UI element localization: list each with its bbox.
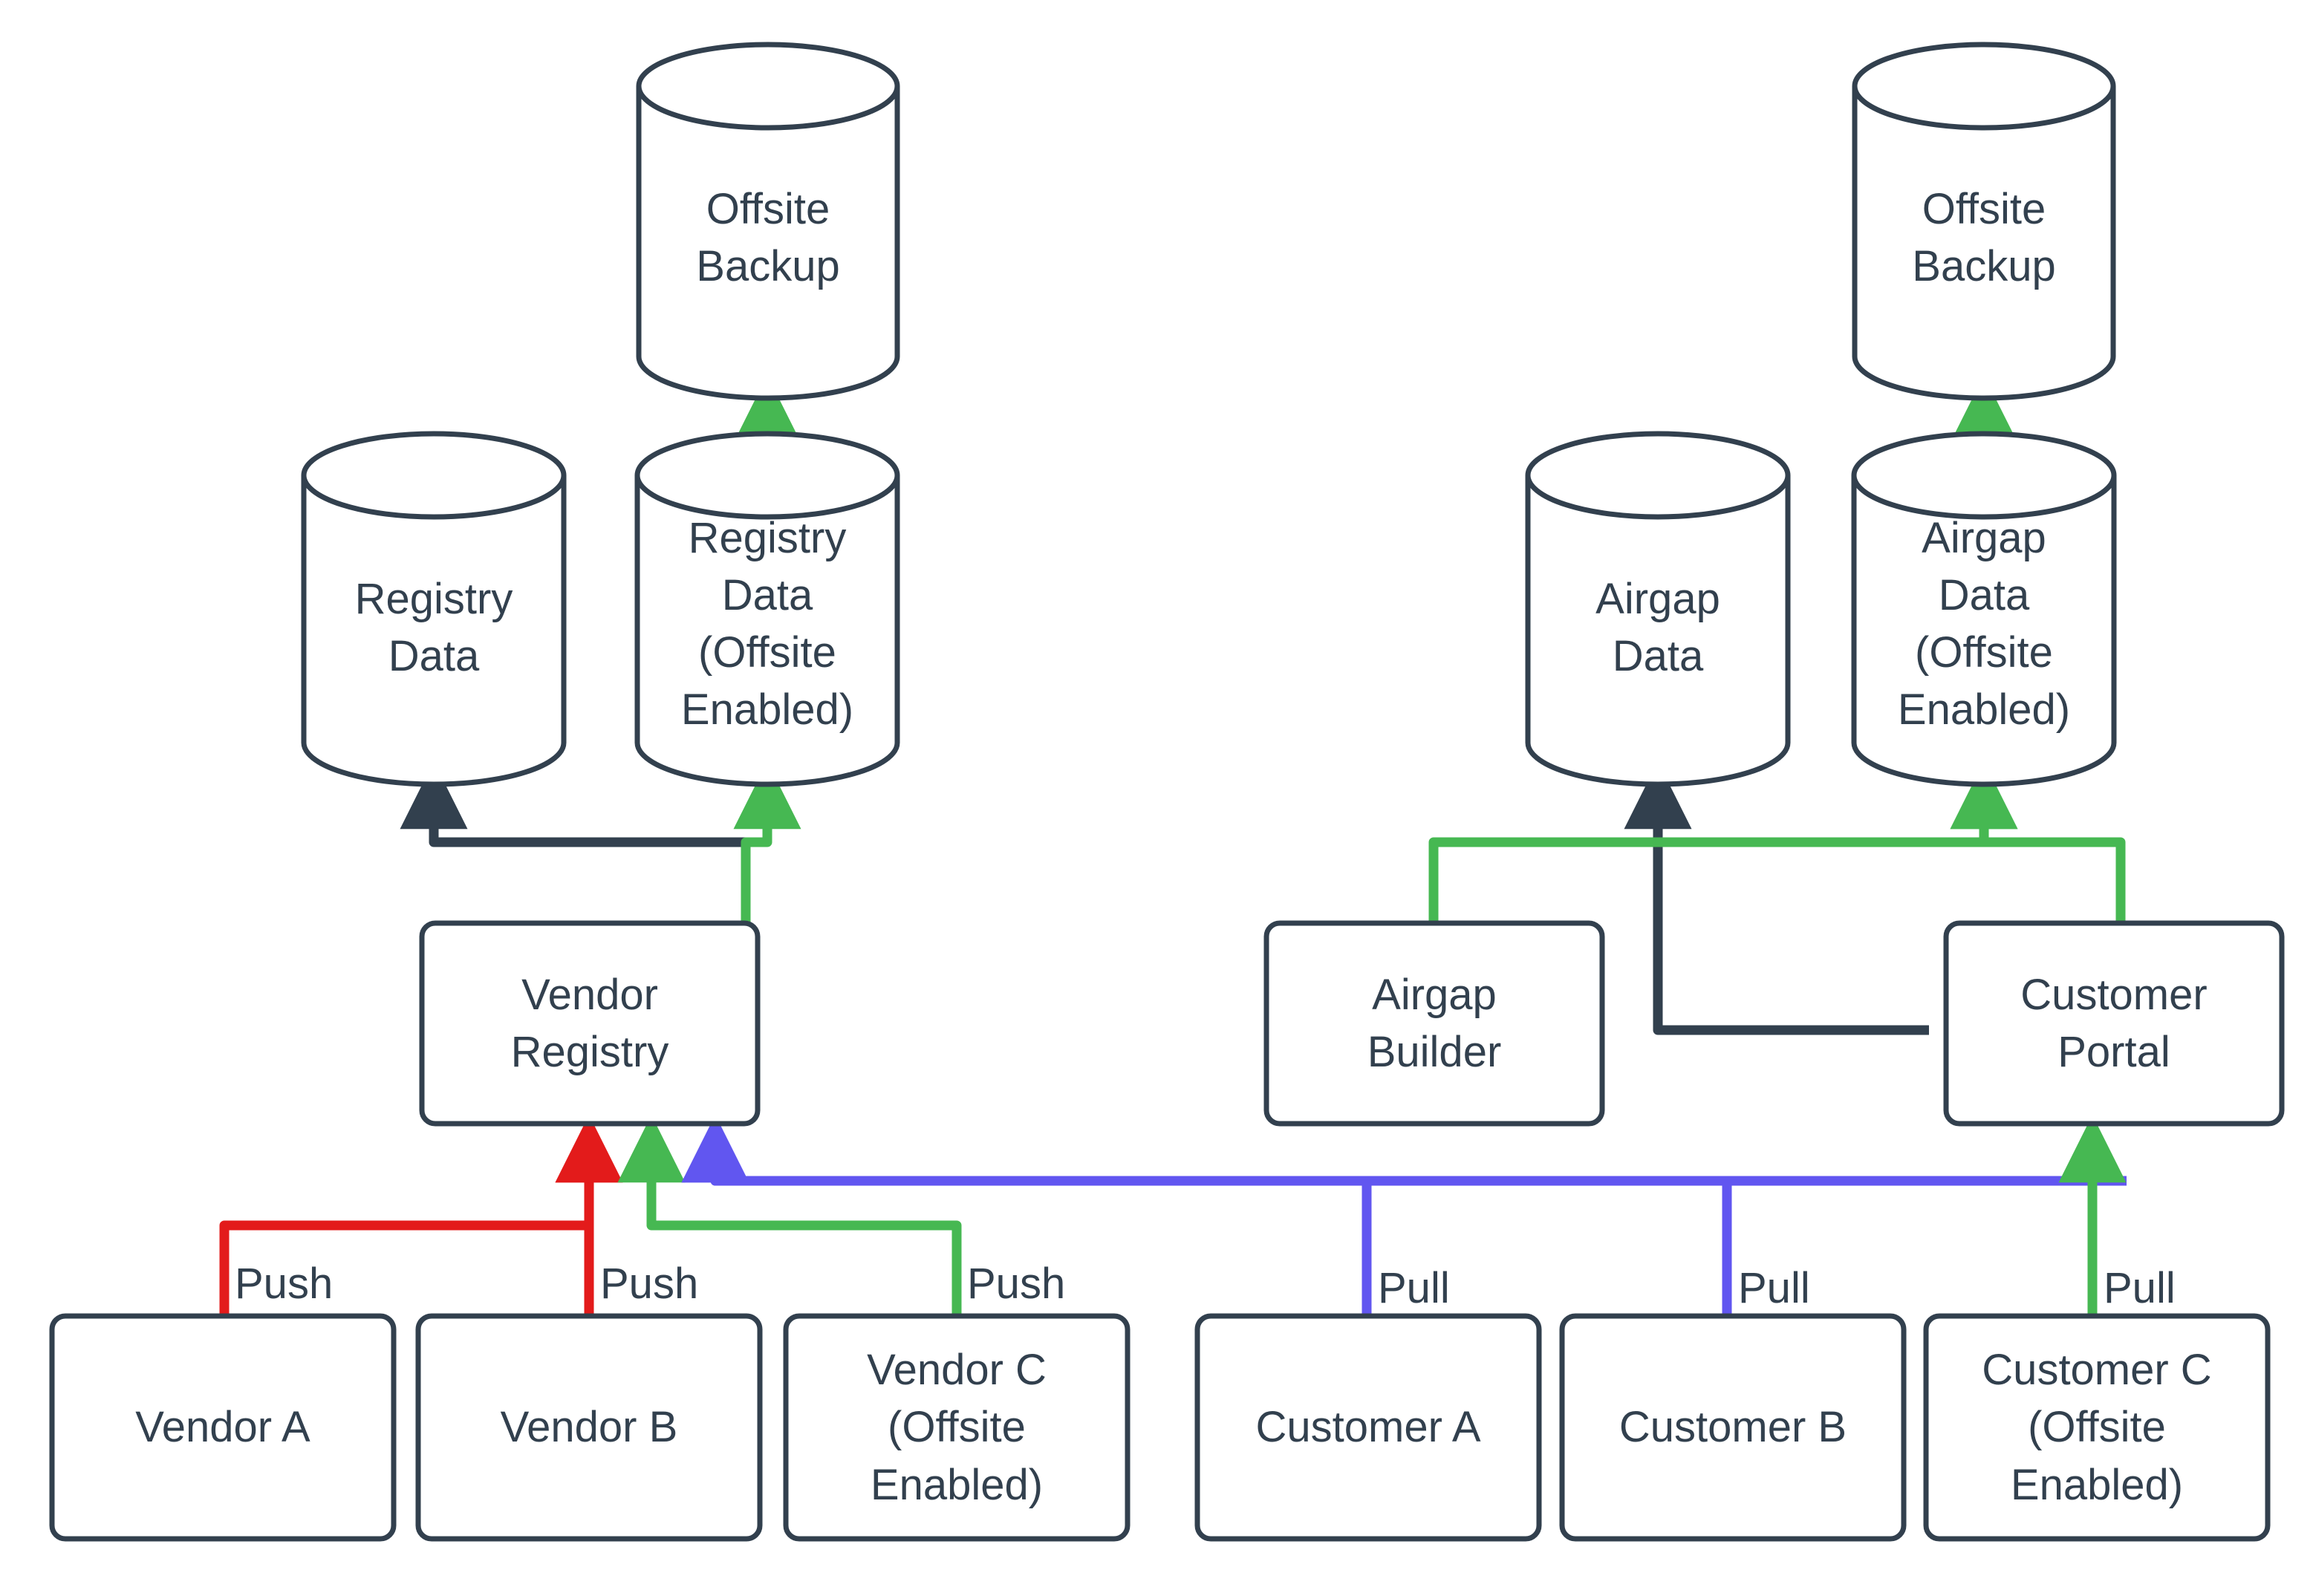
node-registry-data[interactable] <box>301 431 567 787</box>
edge-label-pull-customer-b: Pull <box>1738 1264 1810 1312</box>
node-offsite-backup-left[interactable] <box>636 42 900 401</box>
node-vendor-c[interactable] <box>783 1313 1131 1542</box>
edge-label-pull-customer-c: Pull <box>2104 1264 2176 1312</box>
edge-vendor-c-to-vendor-registry <box>617 1115 962 1316</box>
node-vendor-a[interactable] <box>49 1313 397 1542</box>
node-offsite-backup-right[interactable] <box>1852 42 2116 401</box>
node-airgap-builder[interactable] <box>1263 920 1605 1127</box>
edge-label-pull-customer-a: Pull <box>1378 1264 1450 1312</box>
node-customer-b[interactable] <box>1559 1313 1907 1542</box>
edge-label-push-vendor-a: Push <box>235 1260 334 1308</box>
node-customer-c[interactable] <box>1923 1313 2271 1542</box>
node-customer-portal[interactable] <box>1943 920 2285 1127</box>
node-vendor-b[interactable] <box>415 1313 763 1542</box>
node-registry-data-offsite[interactable] <box>634 431 900 787</box>
edge-airgap-builder-to-airgap-offsite <box>1428 761 2018 923</box>
edge-vendor-registry-to-registry-data-offsite <box>733 761 801 923</box>
edge-label-push-vendor-b: Push <box>600 1260 699 1308</box>
edge-customer-portal-to-airgap-offsite <box>1950 761 2126 923</box>
edge-customer-portal-to-airgap-data <box>1624 761 1929 1035</box>
edge-vendor-registry-to-registry-data <box>400 761 751 923</box>
node-customer-a[interactable] <box>1194 1313 1542 1542</box>
node-airgap-data-offsite[interactable] <box>1851 431 2117 787</box>
node-airgap-data[interactable] <box>1525 431 1791 787</box>
node-vendor-registry[interactable] <box>419 920 761 1127</box>
edge-label-push-vendor-c: Push <box>967 1260 1066 1308</box>
